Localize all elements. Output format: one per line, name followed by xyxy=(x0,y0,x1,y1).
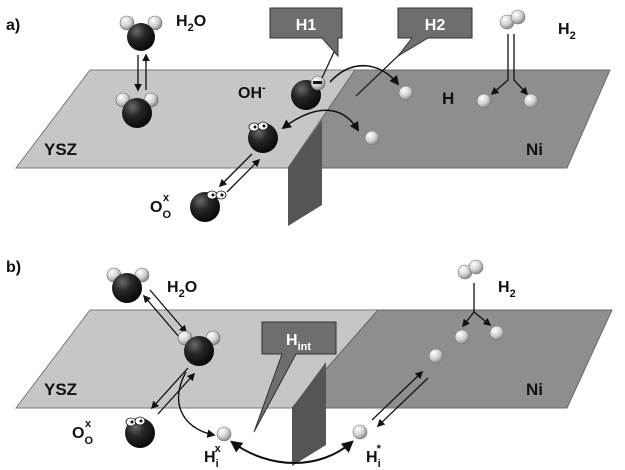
panel-b-surface-oxygen xyxy=(125,416,155,448)
panel-b-interstitial-ni-label: Hi* xyxy=(366,443,382,470)
panel-b: b) YSZ Ni H2O OO xyxy=(6,259,613,470)
panel-a-h2-gas-label: H2 xyxy=(558,21,576,42)
panel-b-h-incorporation-arrow xyxy=(177,371,216,438)
panel-a: a) YSZ Ni H2O OH- xyxy=(6,7,611,226)
panel-a-ni-label: Ni xyxy=(526,140,543,159)
panel-a-letter: a) xyxy=(6,17,20,34)
panel-a-dissociation-arrow-left xyxy=(490,34,509,96)
panel-b-h-atom-ni-2 xyxy=(454,329,470,345)
panel-a-bulk-oxygen xyxy=(190,190,227,222)
panel-b-interstitial-transfer-arrow xyxy=(230,440,354,464)
panel-a-h2-gas-molecule xyxy=(499,9,526,30)
panel-a-tag-h1-text: H1 xyxy=(296,17,317,34)
panel-b-ysz-label: YSZ xyxy=(44,380,77,399)
panel-b-interface-wall xyxy=(292,362,326,466)
panel-a-hop-arrow-oh-to-ni xyxy=(329,64,400,86)
panel-a-h-atom-dissoc-2 xyxy=(523,93,539,109)
panel-a-hydroxide-molecule xyxy=(291,75,326,110)
panel-a-interface-wall xyxy=(288,120,322,226)
panel-a-h-atom-dissoc-1 xyxy=(476,93,492,109)
panel-b-ni-bulk-arrow-up xyxy=(371,370,424,421)
panel-a-bulk-arrow-down xyxy=(218,153,253,188)
panel-b-water-gas-molecule xyxy=(106,267,150,303)
panel-b-surface-arrow-down xyxy=(150,367,189,410)
panel-a-water-label: H2O xyxy=(176,13,206,34)
panel-b-ni-bulk-arrow-down xyxy=(376,377,429,428)
panel-b-interstitial-ysz-label: Hix xyxy=(204,443,222,470)
panel-b-tag-hint: Hint xyxy=(253,321,337,433)
panel-b-water-label: H2O xyxy=(167,279,197,300)
panel-b-tag-hint-text: Hint xyxy=(286,332,311,353)
panel-b-h-interstitial-ysz xyxy=(216,426,232,442)
panel-b-h-interstitial-ni xyxy=(352,424,368,440)
panel-a-hydroxide-label: OH- xyxy=(238,82,266,102)
panel-a-h-atom-label: H xyxy=(442,89,454,108)
panel-b-h2-gas-label: H2 xyxy=(498,279,516,300)
panel-a-h2-pointer xyxy=(355,53,401,97)
panel-a-dissociation-arrow-right xyxy=(513,34,529,96)
panel-a-hop-arrow-o-to-ni xyxy=(281,109,360,132)
panel-b-h2-gas-molecule xyxy=(457,259,484,280)
panel-b-dissociation-arrow-right xyxy=(473,311,492,326)
panel-b-ni-label: Ni xyxy=(526,380,543,399)
panel-a-tag-h1: H1 xyxy=(269,7,343,58)
panel-a-tag-h2-text: H2 xyxy=(425,17,446,34)
panel-b-h-atom-ni-1 xyxy=(428,348,444,364)
panel-a-h-atom-ni-1 xyxy=(398,85,414,101)
panel-b-water-adsorbed-molecule xyxy=(177,330,221,366)
panel-b-letter: b) xyxy=(6,259,21,276)
panel-b-water-desorb-arrow xyxy=(142,294,181,339)
panel-a-ysz-label: YSZ xyxy=(44,140,77,159)
panel-a-surface-oxygen xyxy=(248,121,278,153)
panel-a-water-adsorbed-molecule xyxy=(115,92,159,128)
panel-a-h-atom-ni-2 xyxy=(364,130,380,146)
panel-a-water-gas-molecule xyxy=(119,15,163,51)
panel-b-h-atom-ni-3 xyxy=(489,325,505,341)
panel-a-oxygen-lattice-label: OOx xyxy=(150,192,171,221)
panel-b-oxygen-lattice-label: OOx xyxy=(72,418,93,447)
panel-b-water-adsorb-arrow xyxy=(149,289,188,334)
panel-a-bulk-arrow-up xyxy=(226,158,261,193)
panel-a-h1-pointer xyxy=(321,51,335,79)
panel-a-tag-h2: H2 xyxy=(397,7,473,57)
panel-b-surface-arrow-up xyxy=(157,372,196,415)
